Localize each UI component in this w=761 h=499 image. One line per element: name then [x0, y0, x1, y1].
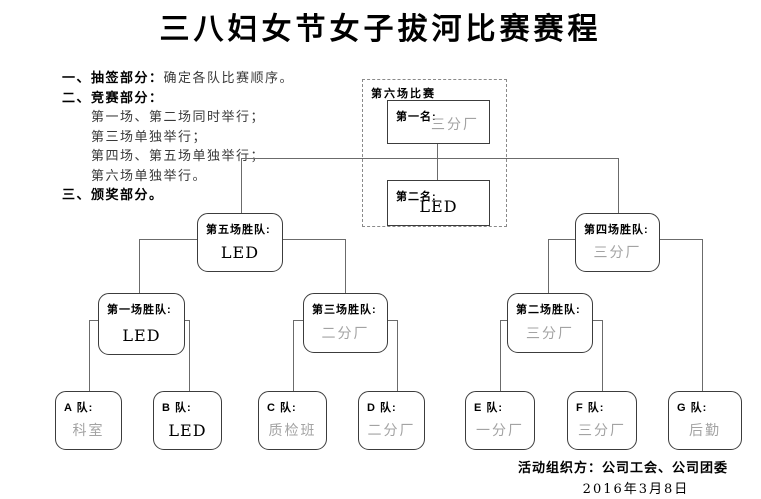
winner-match1-value: LED: [122, 326, 161, 345]
connector-w4-left-v: [548, 239, 549, 293]
team-f-label: F 队:: [576, 402, 605, 414]
winner-match4-value: 三分厂: [593, 244, 642, 260]
box-winner-match3: 第三场胜队: 二分厂: [303, 293, 388, 353]
connector-w4-right-h: [660, 239, 702, 240]
final-match-group-label: 第六场比赛: [371, 88, 436, 100]
team-e-value: 一分厂: [476, 422, 524, 438]
winner-match2-label: 第二场胜队:: [516, 304, 581, 316]
connector-w5-left-h: [139, 239, 197, 240]
team-f-value: 三分厂: [578, 422, 626, 438]
connector-w5-right-v: [345, 239, 346, 293]
winner-match5-label: 第五场胜队:: [206, 224, 271, 236]
winner-match1-label: 第一场胜队:: [107, 304, 172, 316]
connector-w3-to-team-d: [397, 320, 398, 391]
note-item-1: 一、抽签部分：确定各队比赛顺序。: [62, 68, 362, 88]
connector-w2-left-h: [500, 320, 507, 321]
connector-w2-to-team-f: [602, 320, 603, 391]
connector-final-vertical: [437, 144, 438, 180]
team-a-value: 科室: [72, 422, 105, 438]
event-date: 2016年3月8日: [582, 482, 690, 497]
winner-match3-value: 二分厂: [321, 325, 370, 341]
team-c-label: C 队:: [267, 402, 297, 414]
second-place-label: 第二名:: [396, 191, 437, 203]
connector-w1-to-team-a: [89, 320, 90, 391]
box-team-b: B 队: LED: [153, 391, 222, 450]
note-item-2-line-3: 第四场、第五场单独举行；: [91, 148, 266, 163]
connector-w1-right-h: [182, 320, 189, 321]
note-item-3-label: 三、颁奖部分。: [62, 187, 164, 202]
connector-semifinal-right-stub: [618, 158, 619, 213]
box-winner-match2: 第二场胜队: 三分厂: [507, 293, 593, 353]
box-team-g: G 队: 后勤: [668, 391, 742, 450]
team-g-label: G 队:: [677, 402, 708, 414]
final-match-group: 第六场比赛: [362, 79, 507, 227]
team-d-label: D 队:: [367, 402, 397, 414]
winner-match2-value: 三分厂: [526, 325, 574, 341]
footer: 活动组织方：公司工会、公司团委 2016年3月8日: [518, 457, 754, 497]
note-item-2-line-4: 第六场单独举行。: [91, 167, 208, 183]
notes-block: 一、抽签部分：确定各队比赛顺序。 二、竞赛部分： 第一场、第二场同时举行； 第三…: [62, 68, 362, 205]
box-team-e: E 队: 一分厂: [465, 391, 535, 450]
connector-w1-left-h: [89, 320, 98, 321]
box-second-place: 第二名: LED: [387, 180, 490, 226]
connector-w2-right-h: [593, 320, 602, 321]
box-team-d: D 队: 二分厂: [358, 391, 425, 450]
organizer-value: 公司工会、公司团委: [602, 461, 729, 476]
connector-w1-to-team-b: [189, 320, 190, 391]
connector-semifinal-left-stub: [241, 158, 242, 213]
organizer-line: 活动组织方：公司工会、公司团委: [518, 457, 754, 476]
note-item-2-label: 二、竞赛部分：: [62, 89, 164, 105]
connector-w2-to-team-e: [500, 320, 501, 391]
team-g-value: 后勤: [689, 422, 721, 438]
team-c-value: 质检班: [268, 422, 317, 438]
box-winner-match1: 第一场胜队: LED: [98, 293, 185, 355]
connector-w4-to-team-g: [702, 239, 703, 391]
winner-match3-label: 第三场胜队:: [312, 304, 377, 316]
note-item-2-line-2: 第三场单独举行；: [91, 128, 208, 144]
team-b-value: LED: [168, 421, 207, 440]
note-item-1-text: 确定各队比赛顺序。: [163, 70, 295, 85]
first-place-label: 第一名:: [396, 111, 437, 123]
box-team-c: C 队: 质检班: [258, 391, 327, 450]
box-team-a: A 队: 科室: [55, 391, 122, 450]
winner-match5-value: LED: [220, 243, 260, 262]
team-d-value: 二分厂: [367, 422, 416, 438]
connector-w3-left-h: [293, 320, 303, 321]
connector-w3-to-team-c: [293, 320, 294, 391]
box-winner-match5: 第五场胜队: LED: [197, 213, 283, 272]
team-b-label: B 队:: [162, 402, 192, 414]
team-e-label: E 队:: [474, 402, 504, 414]
box-winner-match4: 第四场胜队: 三分厂: [575, 213, 660, 272]
page-title: 三八妇女节女子拔河比赛赛程: [159, 12, 602, 47]
connector-main-horizontal: [241, 158, 618, 159]
second-place-value: LED: [419, 197, 458, 216]
box-first-place: 第一名: 三分厂: [387, 100, 490, 144]
note-item-1-label: 一、抽签部分：: [62, 70, 164, 85]
connector-w3-right-h: [388, 320, 397, 321]
winner-match4-label: 第四场胜队:: [584, 224, 649, 236]
connector-w5-right-h: [283, 239, 345, 240]
note-item-2-line-1: 第一场、第二场同时举行；: [91, 109, 266, 124]
first-place-value: 三分厂: [431, 116, 479, 132]
connector-w5-left-v: [139, 239, 140, 293]
team-a-label: A 队:: [64, 402, 94, 414]
connector-w4-left-h: [548, 239, 575, 240]
box-team-f: F 队: 三分厂: [567, 391, 637, 450]
organizer-label: 活动组织方：: [518, 460, 603, 475]
